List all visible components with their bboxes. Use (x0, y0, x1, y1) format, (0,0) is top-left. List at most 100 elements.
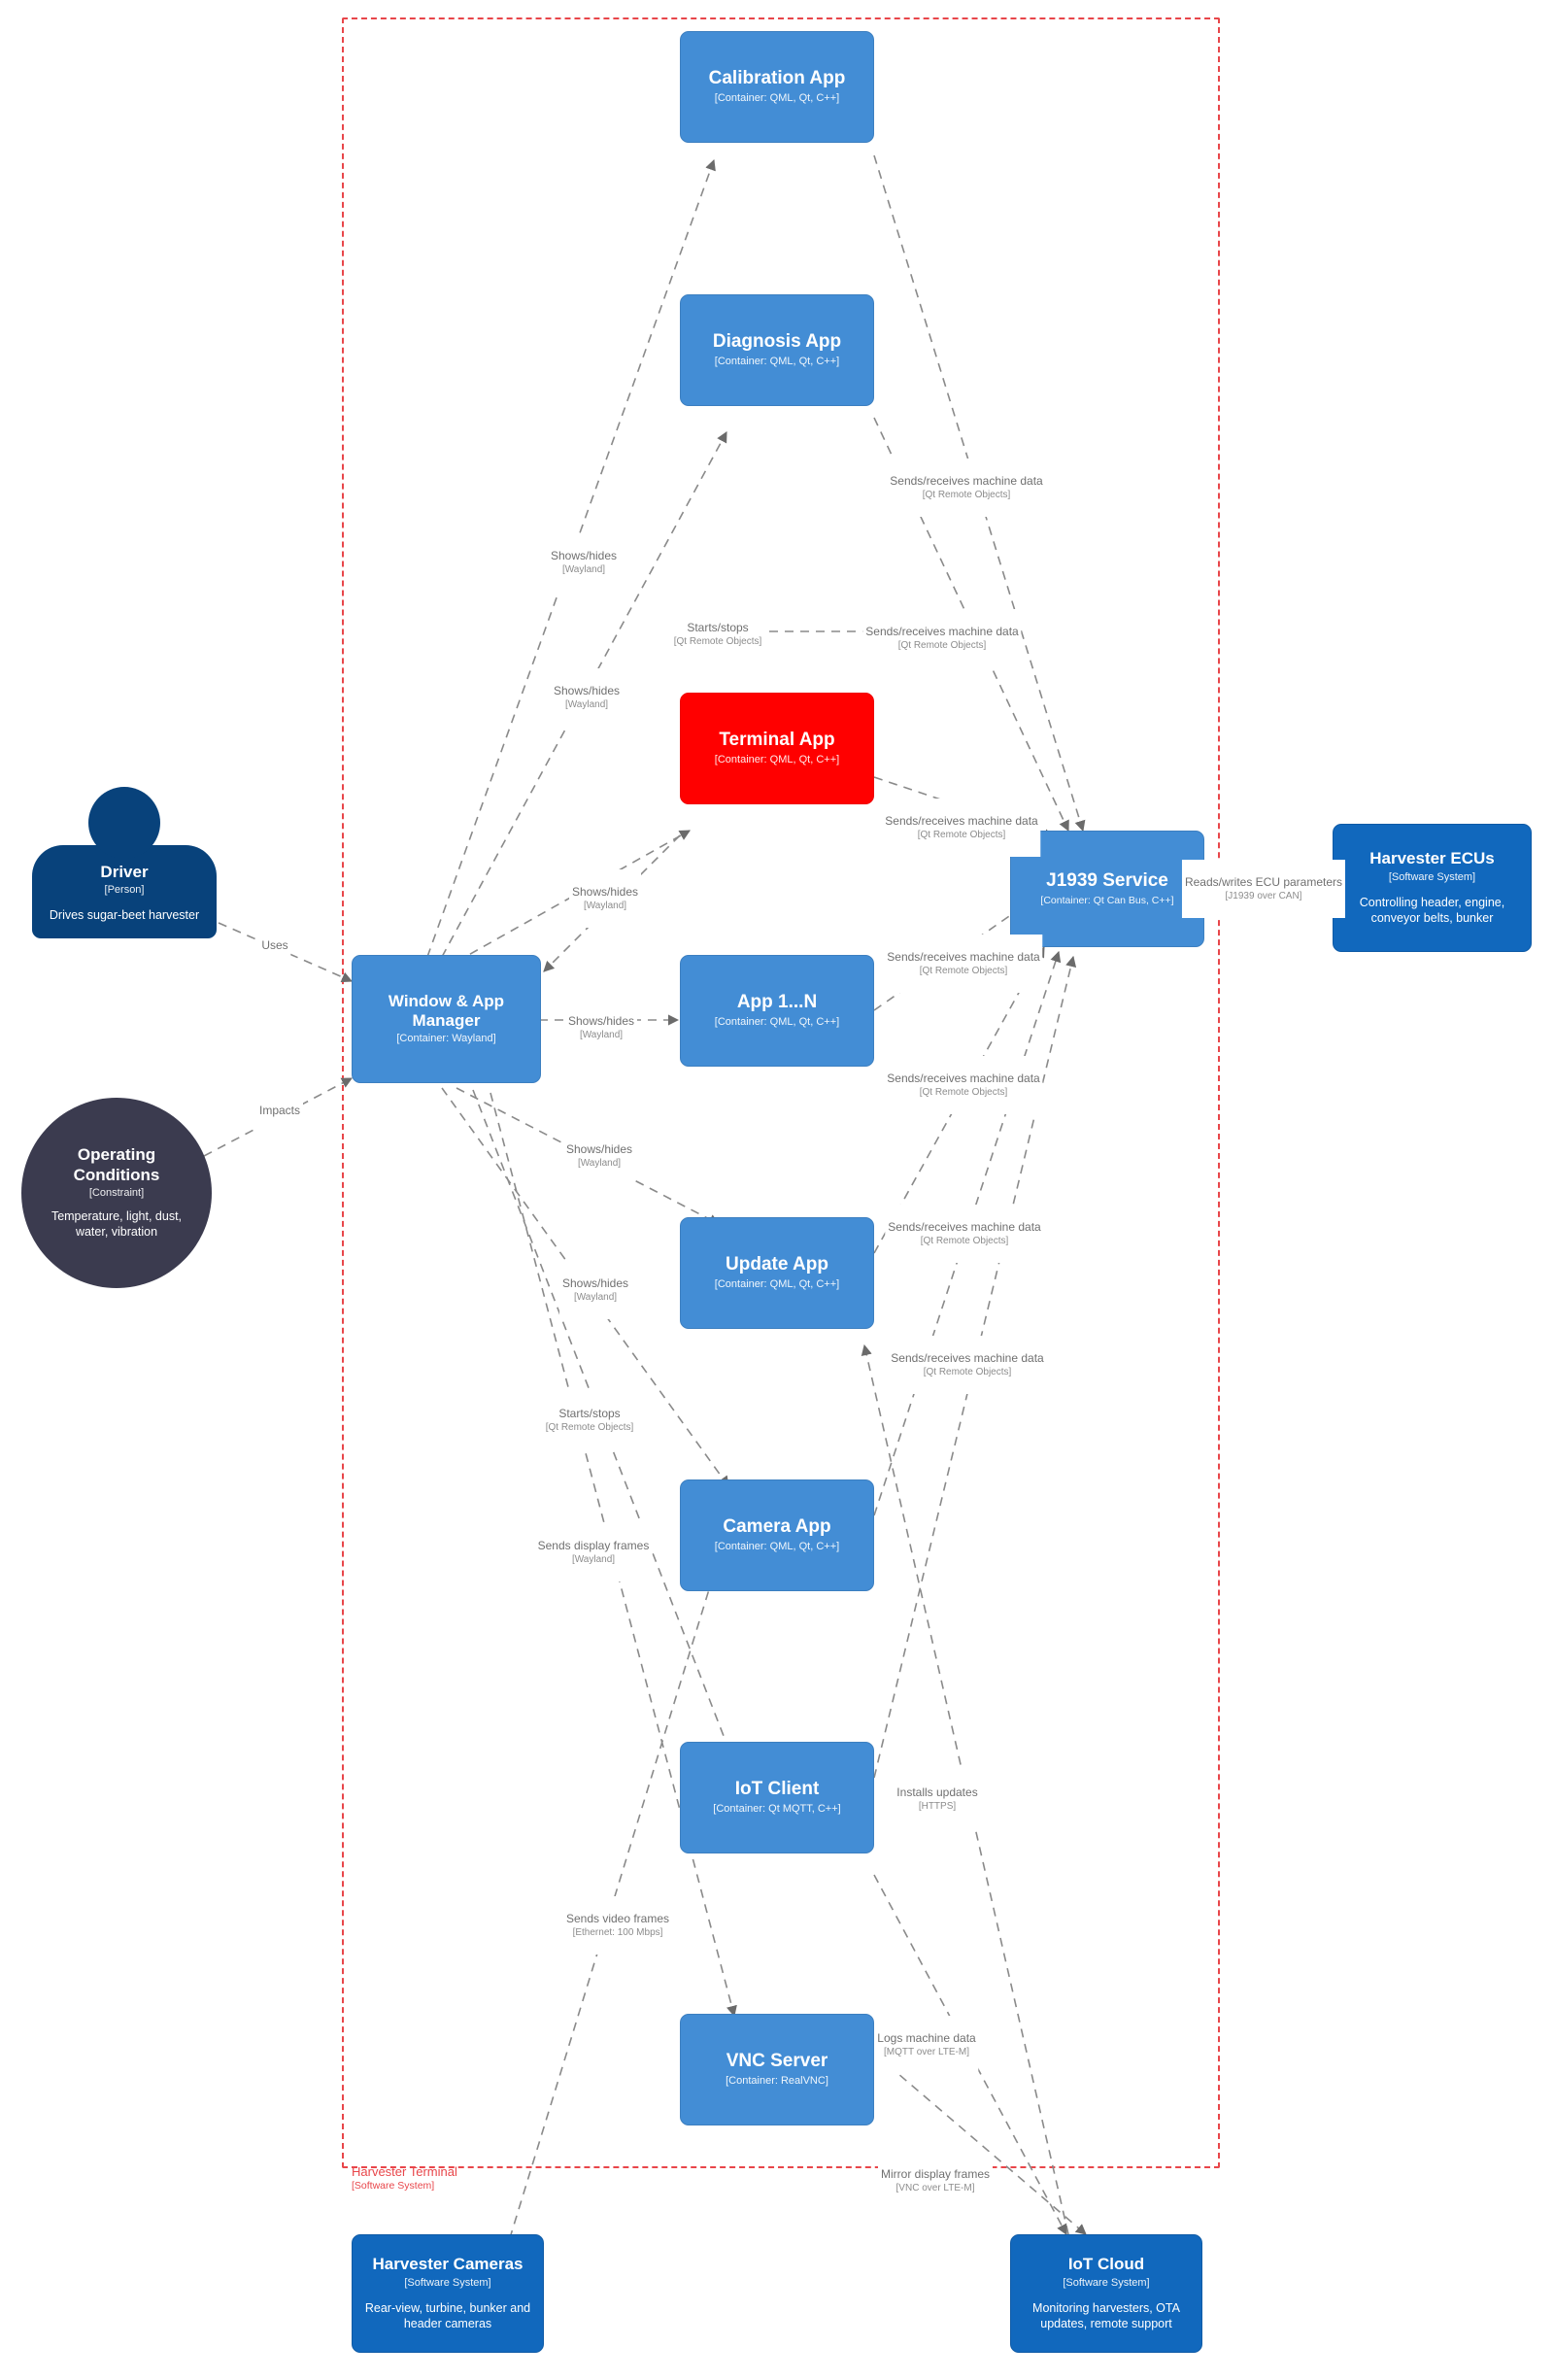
edge-label-text: Installs updates (896, 1785, 978, 1799)
edge-label-iot-j1939: Sends/receives machine data [Qt Remote O… (888, 1336, 1047, 1394)
edge-label-text: Starts/stops (687, 621, 749, 634)
node-type: [Software System] (404, 2276, 491, 2289)
node-driver[interactable]: Driver [Person] Drives sugar-beet harves… (32, 787, 217, 939)
node-title: Camera App (723, 1516, 831, 1538)
edge-label-app1n-j1939: Sends/receives machine data [Qt Remote O… (884, 935, 1043, 993)
edge-label-tech: [Qt Remote Objects] (922, 490, 1011, 500)
node-update-app[interactable]: Update App [Container: QML, Qt, C++] (680, 1217, 874, 1329)
person-head-icon (88, 787, 160, 859)
node-title: J1939 Service (1046, 870, 1168, 892)
edge-label-tech: [Wayland] (561, 564, 606, 575)
node-iot-cloud[interactable]: IoT Cloud [Software System] Monitoring h… (1010, 2234, 1202, 2353)
edge-label-conditions-impacts-wam: Impacts (255, 1088, 304, 1135)
edge-label-tech: [Ethernet: 100 Mbps] (572, 1927, 663, 1938)
node-title: Window & App Manager (388, 992, 505, 1030)
node-type: [Container: QML, Qt, C++] (714, 356, 840, 368)
edge-label-text: Sends video frames (565, 1912, 670, 1925)
node-app-1-n[interactable]: App 1...N [Container: QML, Qt, C++] (680, 955, 874, 1067)
edge-label-tech: [MQTT over LTE-M] (884, 2047, 969, 2057)
edge-label-terminal-starts-stops: Starts/stops [Qt Remote Objects] (670, 605, 765, 663)
node-terminal-app[interactable]: Terminal App [Container: QML, Qt, C++] (680, 693, 874, 804)
node-title: Operating Conditions (73, 1145, 160, 1184)
edge-label-wam-shows-diagnosis: Shows/hides [Wayland] (550, 668, 624, 727)
node-desc: Drives sugar-beet harvester (49, 908, 200, 922)
node-window-app-manager[interactable]: Window & App Manager [Container: Wayland… (352, 955, 541, 1083)
node-title: Calibration App (708, 68, 846, 89)
edge-label-text: Sends/receives machine data (890, 474, 1043, 488)
node-type: [Container: QML, Qt, C++] (714, 1541, 840, 1553)
edge-label-wam-shows-camera: Shows/hides [Wayland] (558, 1261, 632, 1319)
boundary-label-type: [Software System] (352, 2180, 435, 2193)
edge-label-text: Shows/hides (565, 1142, 633, 1156)
node-title: Harvester ECUs (1369, 849, 1495, 868)
edge-label-text: Starts/stops (558, 1407, 621, 1420)
edge-label-tech: [Wayland] (564, 699, 609, 710)
edge-label-wam-shows-terminal: Shows/hides [Wayland] (568, 869, 642, 928)
edge-label-text: Shows/hides (571, 885, 639, 899)
edge-label-text: Sends/receives machine data (887, 1071, 1040, 1085)
edge-label-tech: [Qt Remote Objects] (919, 1087, 1008, 1098)
edge-label-text: Sends display frames (537, 1539, 650, 1552)
edge-label-tech: [VNC over LTE-M] (895, 2183, 975, 2193)
node-type: [Container: Wayland] (396, 1033, 496, 1045)
edge-label-text: Reads/writes ECU parameters (1184, 875, 1343, 889)
edge-label-tech: [Qt Remote Objects] (673, 636, 762, 647)
edge-label-tech: [Wayland] (577, 1158, 622, 1169)
edge-label-text: Shows/hides (550, 549, 618, 562)
node-vnc-server[interactable]: VNC Server [Container: RealVNC] (680, 2014, 874, 2125)
edge-label-update-j1939: Sends/receives machine data [Qt Remote O… (884, 1056, 1043, 1114)
edge-label-vnc-mirror-display: Mirror display frames [VNC over LTE-M] (877, 2152, 994, 2210)
node-type: [Software System] (1388, 870, 1476, 883)
edge-label-calibration-j1939: Sends/receives machine data [Qt Remote O… (887, 459, 1046, 517)
node-camera-app[interactable]: Camera App [Container: QML, Qt, C++] (680, 1479, 874, 1591)
person-body: Driver [Person] Drives sugar-beet harves… (32, 845, 217, 939)
node-operating-conditions[interactable]: Operating Conditions [Constraint] Temper… (21, 1098, 212, 1288)
node-type: [Container: QML, Qt, C++] (714, 754, 840, 766)
edge-label-wam-starts-stops-iot: Starts/stops [Qt Remote Objects] (542, 1391, 637, 1449)
edge-label-tech: [Wayland] (579, 1030, 624, 1040)
boundary-label-title: Harvester Terminal (352, 2164, 457, 2179)
node-harvester-ecus[interactable]: Harvester ECUs [Software System] Control… (1333, 824, 1532, 952)
edge-label-text: Sends/receives machine data (887, 950, 1040, 964)
node-j1939-service[interactable]: J1939 Service [Container: Qt Can Bus, C+… (1010, 831, 1204, 947)
edge-label-tech: [Wayland] (573, 1292, 618, 1303)
edge-label-driver-uses-wam: Uses (258, 923, 291, 969)
node-title: Harvester Cameras (372, 2255, 524, 2274)
node-title: IoT Client (734, 1779, 820, 1800)
node-harvester-cameras[interactable]: Harvester Cameras [Software System] Rear… (352, 2234, 544, 2353)
node-type: [Container: Qt Can Bus, C++] (1040, 895, 1174, 907)
node-desc: Monitoring harvesters, OTA updates, remo… (1032, 2301, 1180, 2331)
node-type: [Container: QML, Qt, C++] (714, 1016, 840, 1029)
edge-label-text: Mirror display frames (880, 2167, 991, 2181)
edge-label-tech: [HTTPS] (918, 1801, 957, 1812)
edge-label-tech: [Qt Remote Objects] (545, 1422, 634, 1433)
edge-label-tech: [Qt Remote Objects] (920, 1236, 1009, 1246)
node-calibration-app[interactable]: Calibration App [Container: QML, Qt, C++… (680, 31, 874, 143)
node-title: IoT Cloud (1067, 2255, 1145, 2274)
edge-label-diagnosis-j1939: Sends/receives machine data [Qt Remote O… (862, 609, 1022, 667)
node-type: [Software System] (1063, 2276, 1150, 2289)
edge-label-text: Shows/hides (553, 684, 621, 697)
edge-label-cameras-sends-video: Sends video frames [Ethernet: 100 Mbps] (562, 1896, 673, 1955)
node-type: [Container: QML, Qt, C++] (714, 1278, 840, 1291)
edge-label-tech: [Wayland] (583, 901, 627, 911)
edge-label-text: Sends/receives machine data (888, 1220, 1041, 1234)
node-diagnosis-app[interactable]: Diagnosis App [Container: QML, Qt, C++] (680, 294, 874, 406)
edge-label-text: Shows/hides (567, 1014, 635, 1028)
node-title: Diagnosis App (712, 331, 842, 353)
edge-label-iot-logs-machine-data: Logs machine data [MQTT over LTE-M] (874, 2016, 979, 2074)
edge-label-tech: [Wayland] (571, 1554, 616, 1565)
node-desc: Temperature, light, dust, water, vibrati… (51, 1209, 183, 1240)
edge-label-camera-j1939: Sends/receives machine data [Qt Remote O… (885, 1205, 1044, 1263)
edge-label-wam-shows-calibration: Shows/hides [Wayland] (547, 533, 621, 592)
node-type: [Container: RealVNC] (726, 2075, 828, 2088)
edge-label-text: Sends/receives machine data (891, 1351, 1044, 1365)
edge-label-wam-shows-app1n: Shows/hides [Wayland] (564, 999, 638, 1057)
node-iot-client[interactable]: IoT Client [Container: Qt MQTT, C++] (680, 1742, 874, 1853)
edge-label-wam-sends-display-frames: Sends display frames [Wayland] (534, 1523, 653, 1581)
edge-label-iotcloud-installs-updates: Installs updates [HTTPS] (894, 1770, 981, 1828)
node-type: [Container: QML, Qt, C++] (714, 92, 840, 105)
boundary-label: Harvester Terminal [Software System] (352, 2164, 457, 2193)
edge-label-wam-shows-update: Shows/hides [Wayland] (562, 1127, 636, 1185)
